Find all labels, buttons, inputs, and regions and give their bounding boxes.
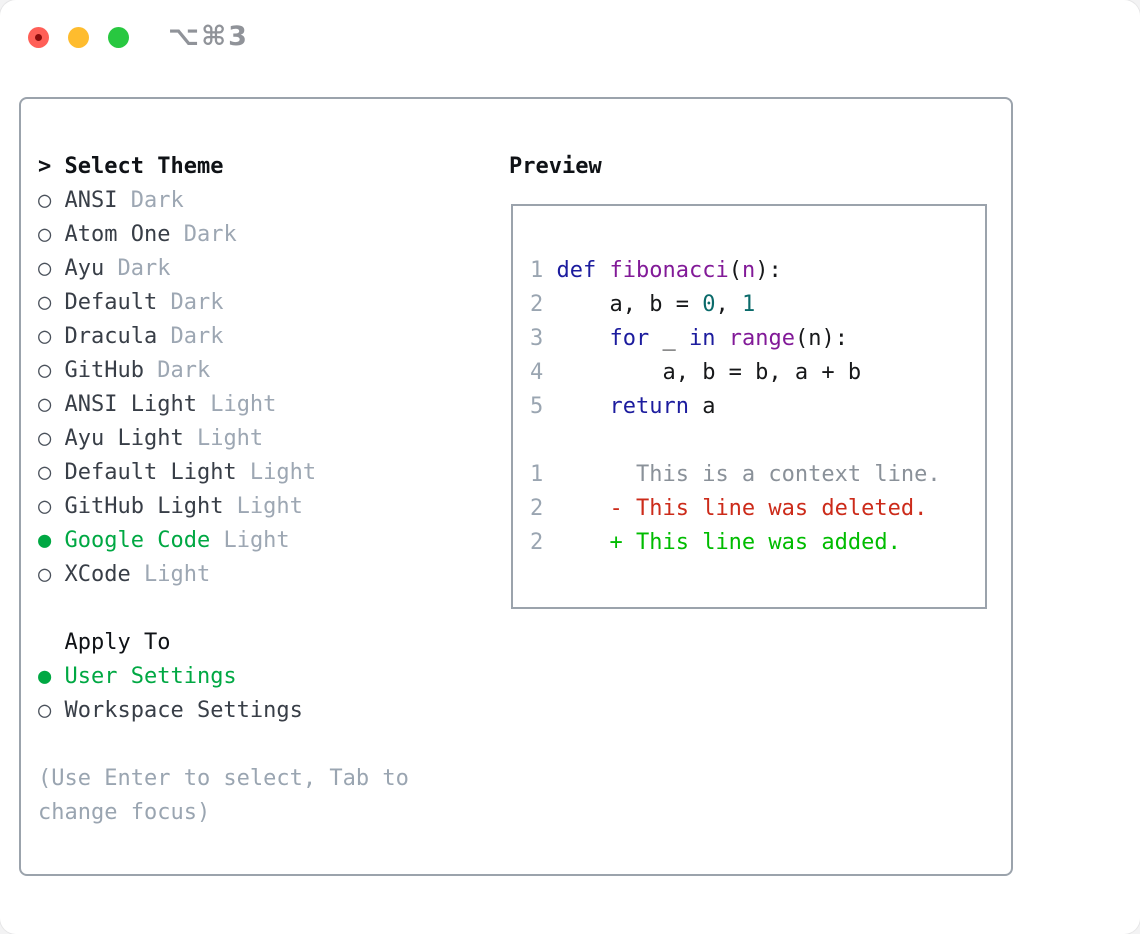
line-number: 2	[530, 530, 557, 555]
theme-variant-badge: Dark	[143, 358, 211, 383]
line-number: 4	[530, 360, 557, 385]
theme-name: ANSI Light	[51, 392, 197, 417]
theme-name: Dracula	[51, 324, 158, 349]
line-number	[530, 428, 543, 453]
theme-variant-badge: Light	[223, 494, 303, 519]
radio-unselected-icon: ○	[38, 562, 52, 587]
close-button[interactable]	[28, 27, 49, 48]
select-theme-heading: > Select Theme	[38, 150, 498, 184]
theme-variant-badge: Dark	[157, 290, 224, 315]
theme-variant-badge: Light	[183, 426, 264, 451]
theme-option-default[interactable]: ○ Default Dark	[38, 286, 498, 320]
theme-option-ayu-light[interactable]: ○ Ayu Light Light	[38, 422, 498, 456]
radio-unselected-icon: ○	[38, 256, 52, 281]
preview-line: 1 This is a context line.	[530, 462, 941, 487]
theme-name: Ayu Light	[51, 426, 184, 451]
spacer-line	[38, 728, 498, 762]
apply-option-label: User Settings	[51, 664, 237, 689]
apply-option-label: Workspace Settings	[51, 698, 303, 723]
radio-unselected-icon: ○	[38, 392, 52, 417]
theme-variant-badge: Dark	[157, 324, 224, 349]
window-titlebar: ⌥⌘3	[0, 0, 1140, 76]
theme-list: ○ ANSI Dark○ Atom One Dark○ Ayu Dark○ De…	[38, 184, 498, 592]
theme-option-atom-one[interactable]: ○ Atom One Dark	[38, 218, 498, 252]
select-theme-heading-label: Select Theme	[51, 154, 224, 179]
radio-selected-icon: ●	[38, 528, 52, 553]
theme-name: Ayu	[51, 256, 105, 281]
zoom-button[interactable]	[108, 27, 129, 48]
theme-name: Google Code	[51, 528, 211, 553]
preview-line: 1 def fibonacci(n):	[530, 258, 782, 283]
preview-box: 1 def fibonacci(n): 2 a, b = 0, 1 3 for _ …	[511, 204, 987, 609]
window-shortcut-label: ⌥⌘3	[168, 21, 249, 52]
theme-name: Default Light	[51, 460, 237, 485]
theme-option-ayu[interactable]: ○ Ayu Dark	[38, 252, 498, 286]
help-text-line: change focus)	[38, 800, 211, 825]
theme-variant-badge: Dark	[170, 222, 237, 247]
theme-option-ansi[interactable]: ○ ANSI Dark	[38, 184, 498, 218]
theme-variant-badge: Dark	[104, 256, 171, 281]
theme-name: GitHub Light	[51, 494, 224, 519]
theme-name: GitHub	[51, 358, 144, 383]
apply-to-heading: Apply To	[64, 630, 171, 655]
radio-unselected-icon: ○	[38, 358, 52, 383]
preview-line: 3 for _ in range(n):	[530, 326, 848, 351]
focus-caret: >	[38, 154, 52, 179]
theme-variant-badge: Dark	[117, 188, 184, 213]
theme-option-ansi-light[interactable]: ○ ANSI Light Light	[38, 388, 498, 422]
theme-variant-badge: Light	[236, 460, 317, 485]
preview-line: 2 + This line was added.	[530, 530, 901, 555]
apply-option-user-settings[interactable]: ● User Settings	[38, 660, 498, 694]
help-text: (Use Enter to select, Tab to change focus…	[38, 762, 498, 830]
minimize-button[interactable]	[68, 27, 89, 48]
preview-line: 5 return a	[530, 394, 716, 419]
preview-line: 2 - This line was deleted.	[530, 496, 928, 521]
line-number: 3	[530, 326, 557, 351]
theme-name: XCode	[51, 562, 131, 587]
radio-unselected-icon: ○	[38, 426, 52, 451]
preview-line: 4 a, b = b, a + b	[530, 360, 862, 385]
unsaved-indicator-dot	[35, 34, 42, 41]
line-number: 2	[530, 496, 557, 521]
line-number: 1	[530, 462, 557, 487]
theme-picker-left-column: > Select Theme ○ ANSI Dark○ Atom One Dar…	[38, 150, 498, 830]
preview-line	[530, 424, 985, 458]
traffic-lights	[28, 27, 129, 48]
theme-option-github[interactable]: ○ GitHub Dark	[38, 354, 498, 388]
radio-unselected-icon: ○	[38, 188, 52, 213]
line-number: 1	[530, 258, 557, 283]
preview-line: 2 a, b = 0, 1	[530, 292, 756, 317]
theme-variant-badge: Light	[130, 562, 211, 587]
theme-picker-panel: > Select Theme ○ ANSI Dark○ Atom One Dar…	[19, 97, 1013, 876]
theme-name: Atom One	[51, 222, 171, 247]
spacer-line	[38, 592, 498, 626]
help-text-line: (Use Enter to select, Tab to	[38, 766, 409, 791]
radio-unselected-icon: ○	[38, 460, 52, 485]
radio-unselected-icon: ○	[38, 494, 52, 519]
theme-name: ANSI	[51, 188, 118, 213]
radio-unselected-icon: ○	[38, 698, 52, 723]
apply-option-workspace-settings[interactable]: ○ Workspace Settings	[38, 694, 498, 728]
theme-option-github-light[interactable]: ○ GitHub Light Light	[38, 490, 498, 524]
line-number: 5	[530, 394, 557, 419]
apply-to-list: ● User Settings○ Workspace Settings	[38, 660, 498, 728]
theme-option-xcode[interactable]: ○ XCode Light	[38, 558, 498, 592]
preview-heading: Preview	[509, 154, 602, 179]
theme-variant-badge: Light	[210, 528, 290, 553]
line-number: 2	[530, 292, 557, 317]
theme-name: Default	[51, 290, 158, 315]
radio-unselected-icon: ○	[38, 290, 52, 315]
radio-unselected-icon: ○	[38, 222, 52, 247]
theme-option-default-light[interactable]: ○ Default Light Light	[38, 456, 498, 490]
theme-variant-badge: Light	[196, 392, 277, 417]
radio-selected-icon: ●	[38, 664, 52, 689]
theme-option-dracula[interactable]: ○ Dracula Dark	[38, 320, 498, 354]
preview-code-sample: 1 def fibonacci(n): 2 a, b = 0, 1 3 for _ …	[530, 254, 985, 560]
radio-unselected-icon: ○	[38, 324, 52, 349]
theme-option-google-code[interactable]: ● Google Code Light	[38, 524, 498, 558]
